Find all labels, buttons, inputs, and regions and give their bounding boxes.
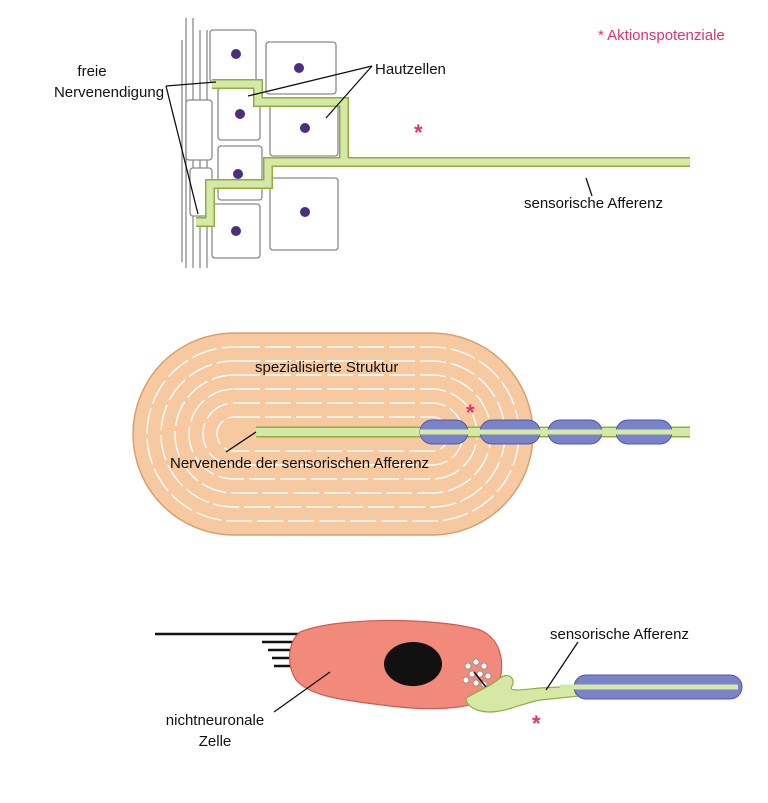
leader-lines-panel-1 <box>165 65 593 215</box>
panel-nonneuronal-cell: sensorische Afferenz nichtneuronale Zell… <box>155 619 743 750</box>
vesicles <box>462 658 492 688</box>
skin-cells-large <box>265 41 339 251</box>
afferent-terminal <box>465 674 581 713</box>
cell-nuclei <box>231 49 310 236</box>
label-nichtneuronale: nichtneuronale <box>166 712 264 729</box>
cell-cilia <box>155 632 302 668</box>
label-zelle: Zelle <box>199 733 232 750</box>
label-hautzellen: Hautzellen <box>375 61 446 78</box>
label-nervenendigung: Nervenendigung <box>54 84 164 101</box>
free-nerve-fiber-fill <box>196 80 690 226</box>
label-nervenende: Nervenende der sensorischen Afferenz <box>170 455 429 472</box>
legend-aktionspotenziale: * Aktionspotenziale <box>598 27 725 44</box>
cell-nucleus <box>384 642 442 686</box>
label-spezialisierte-struktur: spezialisierte Struktur <box>255 359 398 376</box>
label-sensorische-afferenz-3: sensorische Afferenz <box>550 626 689 643</box>
star-panel-1: * <box>414 120 423 145</box>
label-sensorische-afferenz-1: sensorische Afferenz <box>524 195 663 212</box>
star-panel-2: * <box>466 400 475 425</box>
panel-free-nerve-ending: freie Nervenendigung Hautzellen sensoris… <box>54 18 690 268</box>
star-panel-3: * <box>532 711 541 736</box>
panel-specialized-structure: spezialisierte Struktur Nervenende der s… <box>132 332 690 536</box>
leader-nervenende <box>225 431 257 453</box>
label-freie: freie <box>77 63 106 80</box>
leader-lines-panel-3 <box>273 641 579 713</box>
myelin-segments <box>419 419 673 445</box>
